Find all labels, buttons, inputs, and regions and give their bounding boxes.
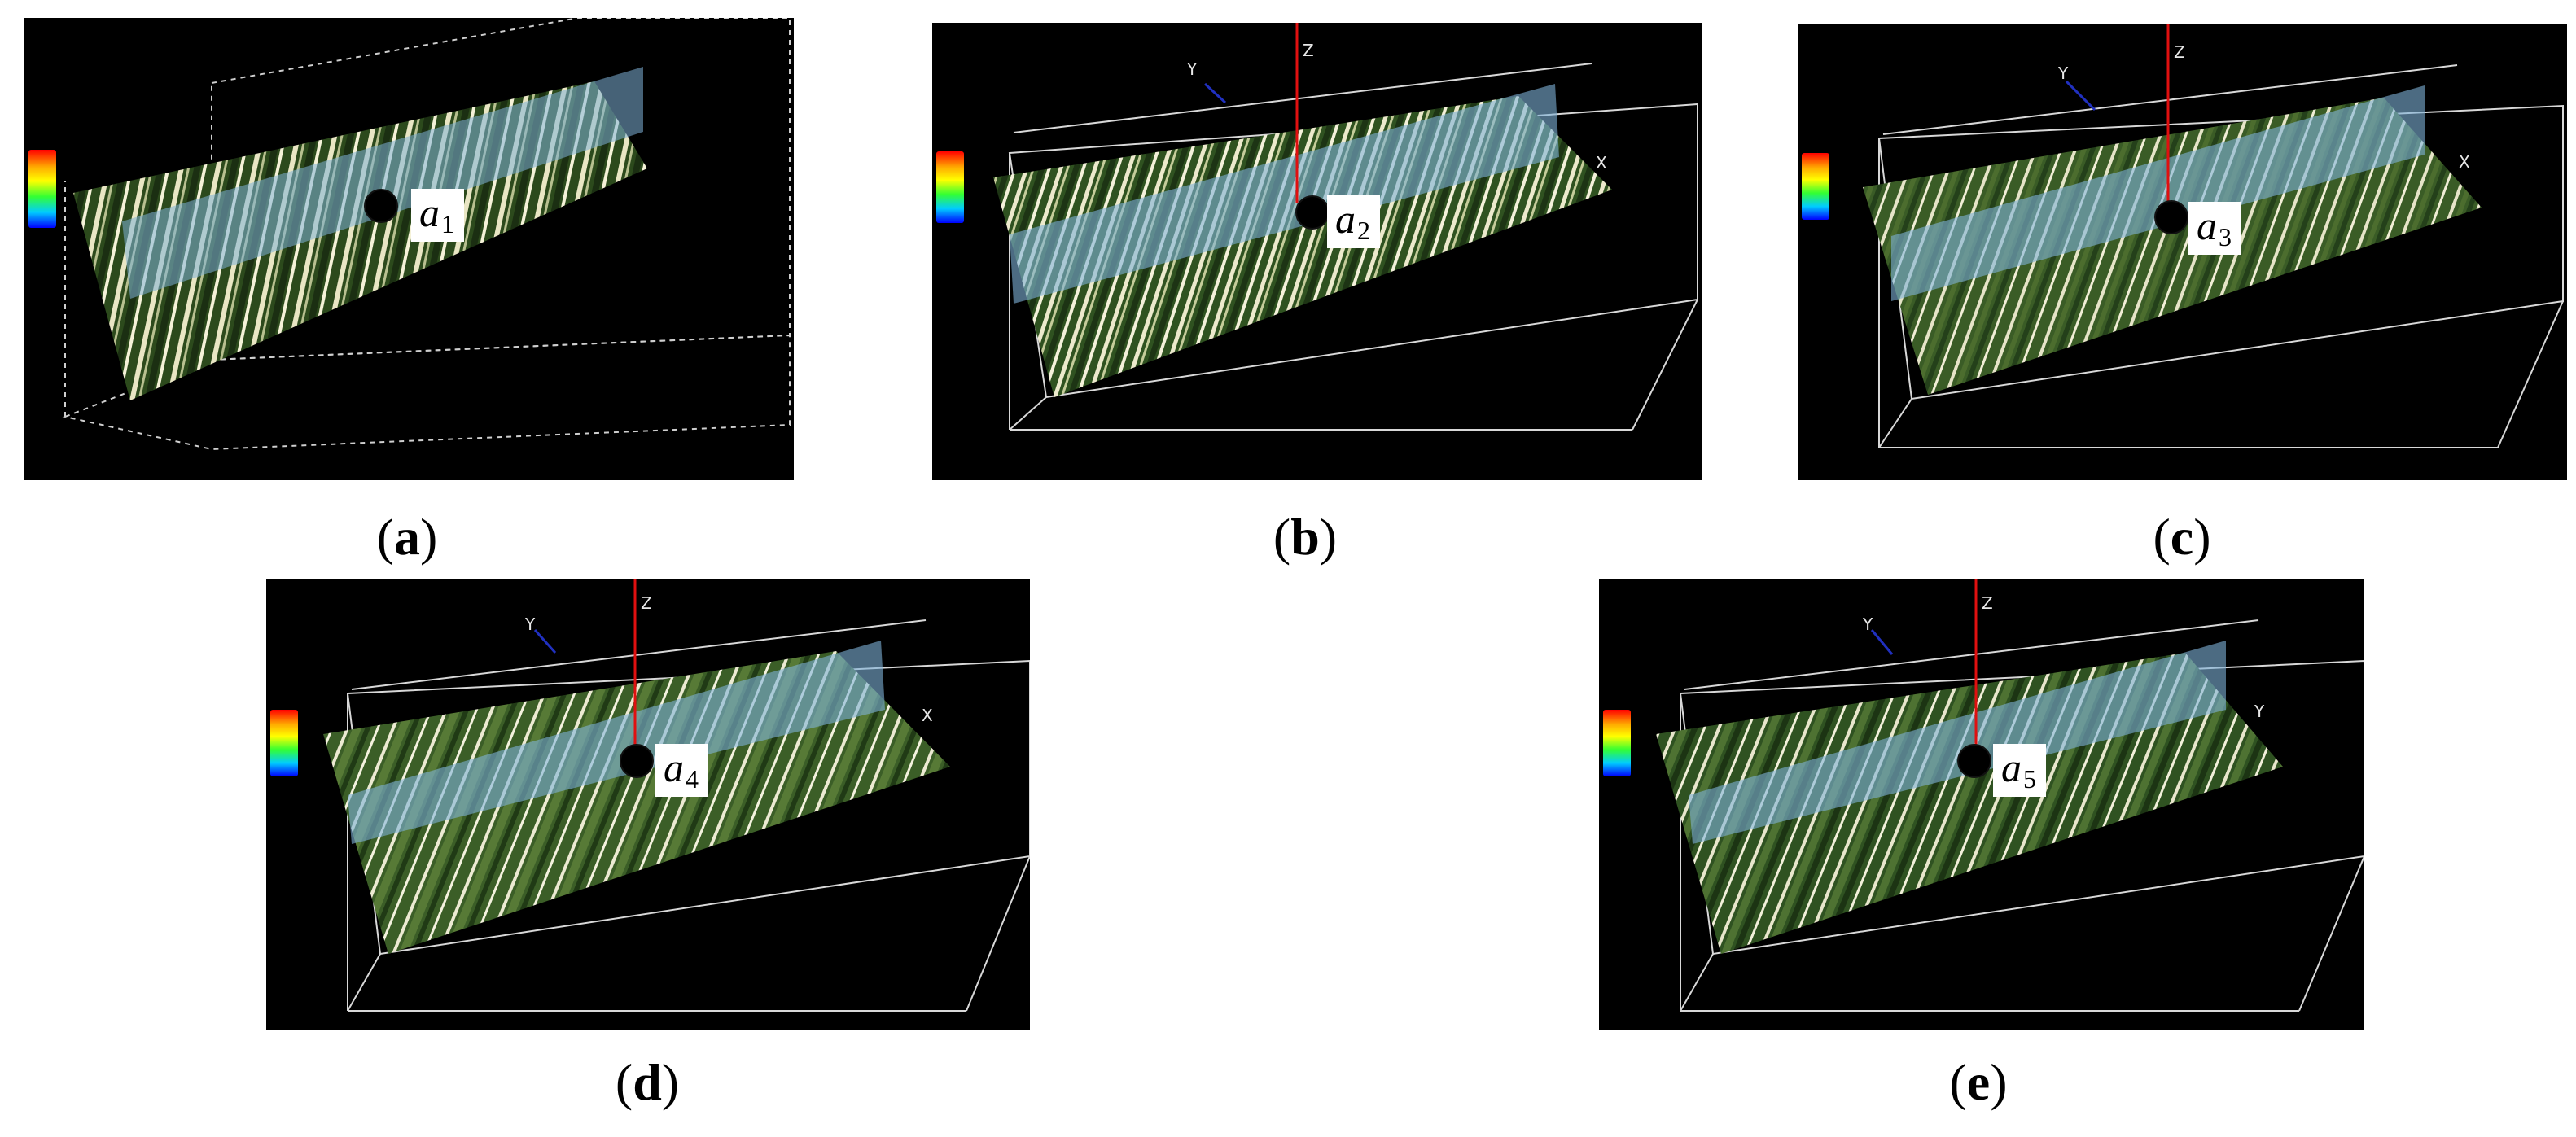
caption-a: (a) — [376, 508, 438, 566]
axis-label-x: Y — [2254, 702, 2265, 721]
axis-label-y: Y — [2058, 63, 2069, 83]
point-label-a2: a2 — [1327, 195, 1380, 249]
y-axis-line — [2065, 80, 2096, 112]
color-scale-bar — [936, 151, 964, 223]
caption-b: (b) — [1273, 508, 1338, 566]
measurement-plane — [348, 641, 885, 844]
point-label-a4: a4 — [655, 744, 708, 798]
panel-a-surface-render — [24, 18, 794, 480]
measurement-plane — [122, 67, 643, 299]
y-axis-line — [1870, 629, 1894, 655]
point-marker-a3 — [2154, 200, 2188, 234]
measurement-plane — [1010, 84, 1559, 304]
caption-e: (e) — [1949, 1053, 2008, 1111]
point-label-a5: a5 — [1993, 744, 2046, 798]
axis-label-y: Y — [1187, 59, 1198, 79]
axis-label-x: X — [2459, 152, 2470, 172]
panel-e-surface-render: Y Z Y — [1599, 579, 2364, 1030]
measurement-plane — [1891, 85, 2425, 301]
panel-a-scene — [62, 18, 791, 451]
panel-e-scene — [1656, 579, 2364, 1012]
point-label-a3: a3 — [2188, 202, 2241, 256]
panel-b-surface-render: Y Z X — [932, 23, 1702, 480]
y-axis-line — [1203, 82, 1227, 104]
panel-d-surface-render: Y Z X — [266, 579, 1030, 1030]
axis-label-x: X — [922, 706, 933, 725]
panel-d-scene — [323, 579, 1030, 1012]
color-scale-bar — [1802, 153, 1829, 220]
panel-c-scene — [1863, 24, 2564, 448]
color-scale-bar — [1603, 710, 1631, 776]
point-label-a1: a1 — [411, 189, 464, 243]
point-marker-a4 — [620, 744, 654, 778]
caption-d: (d) — [615, 1053, 680, 1111]
point-marker-a5 — [1957, 744, 1991, 778]
measurement-plane — [1689, 641, 2226, 844]
axis-label-z: Z — [1982, 593, 1993, 613]
axis-label-z: Z — [1303, 41, 1314, 60]
point-marker-a1 — [364, 189, 398, 223]
axis-label-y: Y — [525, 614, 536, 634]
axis-label-x: X — [1596, 153, 1607, 173]
color-scale-bar — [28, 150, 56, 228]
axis-label-z: Z — [641, 593, 652, 613]
caption-c: (c) — [2153, 508, 2211, 566]
y-axis-line — [533, 629, 557, 654]
axis-label-y: Y — [1863, 614, 1873, 634]
color-scale-bar — [270, 710, 298, 776]
axis-label-z: Z — [2174, 42, 2185, 62]
panel-b-scene — [993, 23, 1698, 431]
point-marker-a2 — [1295, 195, 1330, 230]
panel-c-surface-render: Y Z X — [1798, 24, 2567, 480]
